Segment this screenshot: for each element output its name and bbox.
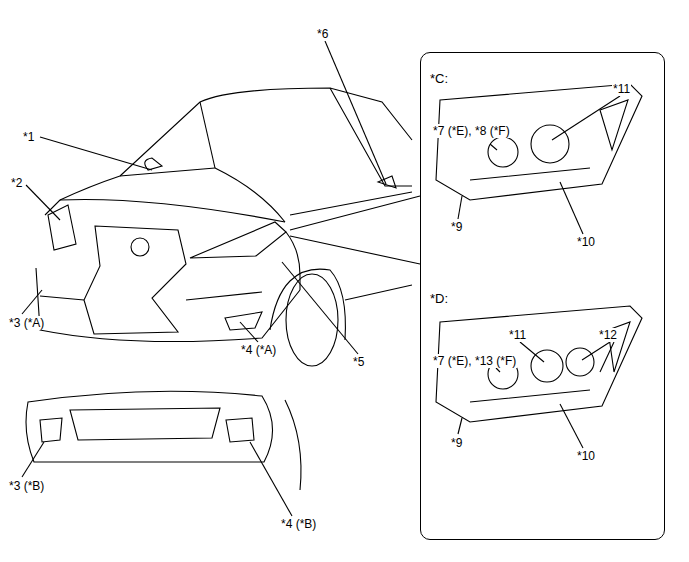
- callout-number: *3 (*B): [8, 479, 45, 493]
- callout-number: *12: [598, 328, 618, 342]
- hood-edge: [45, 176, 120, 215]
- leader-line: [22, 442, 44, 477]
- callout-number: *10: [576, 449, 596, 463]
- leader-line: [325, 41, 386, 184]
- callout-number: *5: [352, 355, 365, 369]
- callout-number: *9: [450, 220, 463, 234]
- leader-line: [240, 322, 258, 342]
- leader-line: [22, 290, 42, 314]
- cowl: [120, 168, 215, 176]
- callout-number: *4 (*A): [240, 343, 277, 357]
- lamp-lens: [566, 348, 594, 376]
- leader-line: [458, 196, 462, 219]
- callout-number: *10: [576, 235, 596, 249]
- bumper-line: [40, 292, 262, 300]
- leader-line: [520, 342, 544, 362]
- callout-number: *3 (*A): [8, 316, 45, 330]
- leader-line: [560, 182, 583, 234]
- door-pillar: [330, 88, 412, 186]
- callout-number: *2: [10, 176, 23, 190]
- leader-line: [26, 185, 60, 220]
- callout-number: *11: [508, 328, 527, 342]
- hood-front: [60, 199, 285, 222]
- lower-grille: [70, 408, 220, 440]
- headlamp-assembly: [436, 84, 642, 200]
- fog-lamp: [40, 418, 254, 442]
- callout-number: *7 (*E), *13 (*F): [432, 354, 517, 368]
- leader-line: [560, 404, 583, 448]
- leader-line: [496, 368, 500, 372]
- detail-leader: [290, 196, 420, 264]
- fog-lamp: [225, 312, 262, 330]
- callout-number: *4 (*B): [280, 517, 317, 531]
- view-label: *C:: [430, 71, 448, 86]
- bumper: [36, 268, 300, 342]
- callout-number: *7 (*E), *8 (*F): [432, 124, 511, 138]
- headlamp: [190, 222, 286, 258]
- wheel-arch: [270, 269, 345, 340]
- windshield-edge: [200, 102, 215, 168]
- emblem: [131, 238, 149, 256]
- hood-edge: [215, 168, 285, 222]
- view-label: *D:: [430, 291, 448, 306]
- lamp-detail: [470, 100, 628, 180]
- lower-bumper: [26, 391, 273, 462]
- grille: [84, 226, 186, 334]
- mirror: [145, 158, 396, 188]
- body-side: [290, 192, 412, 300]
- callout-number: *6: [316, 27, 329, 41]
- callout-number: *11: [612, 82, 631, 96]
- leader-line: [490, 144, 497, 150]
- lamp-lens: [531, 125, 569, 163]
- callout-number: *9: [450, 436, 463, 450]
- roof-line: [120, 88, 412, 176]
- leader-line: [40, 137, 152, 170]
- leader-line: [282, 262, 358, 354]
- callout-number: *1: [22, 130, 35, 144]
- leader-line: [250, 442, 292, 516]
- leader-line: [458, 418, 462, 434]
- wheel-arch: [285, 400, 301, 490]
- lamp-lens: [488, 137, 518, 167]
- leader-line: [552, 96, 620, 140]
- leader-line: [582, 342, 614, 372]
